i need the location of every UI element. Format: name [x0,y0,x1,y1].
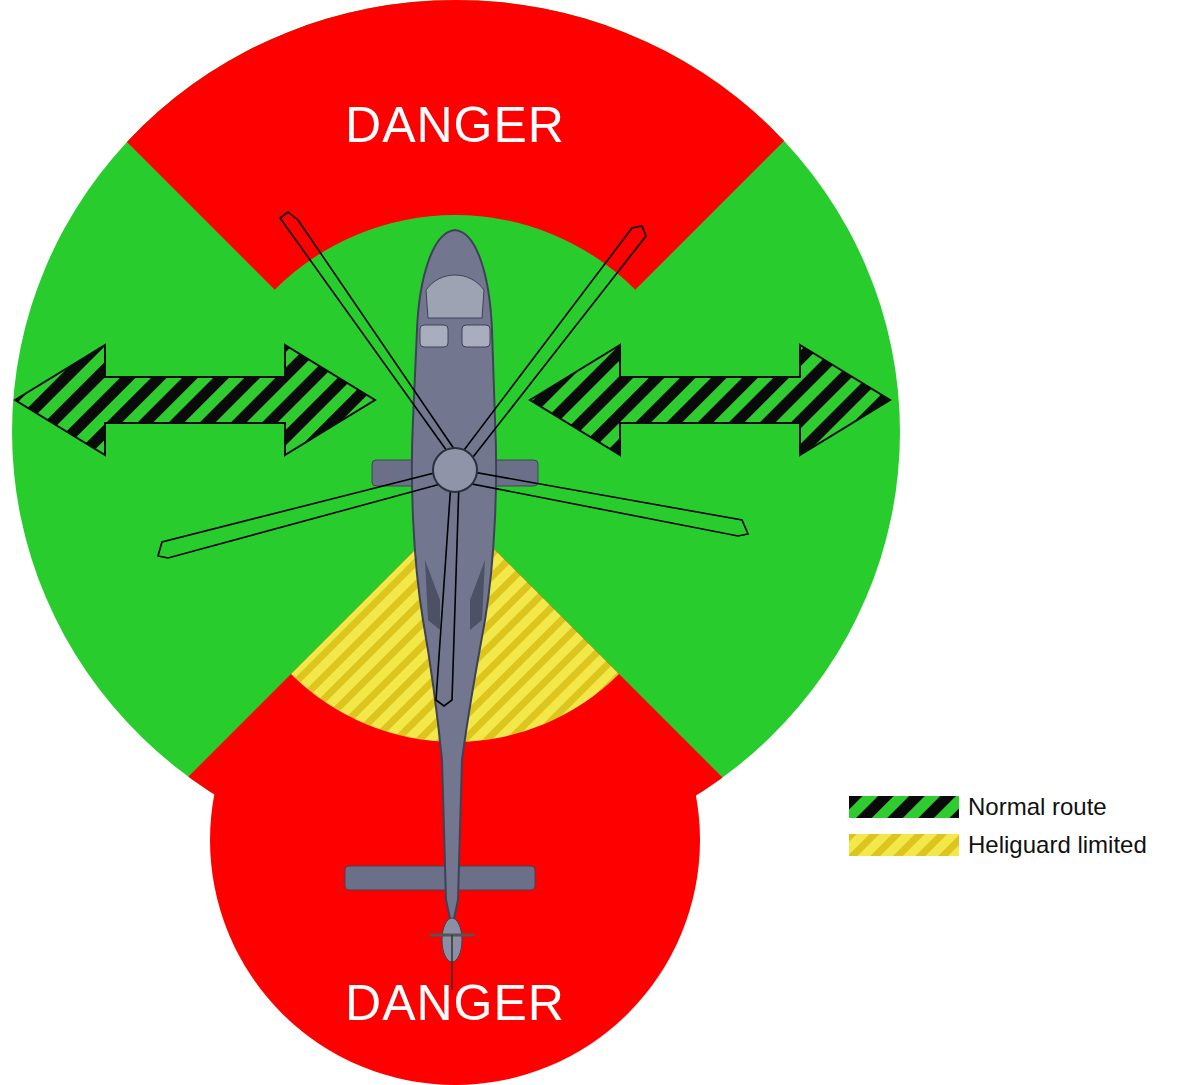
helicopter [345,230,538,990]
route-arrow [15,345,375,455]
rotor-blades [158,212,748,706]
rotor-hub [433,448,477,492]
danger-zone-front [0,0,1110,470]
route-arrow [530,345,890,455]
zone-label: DANGER [345,974,565,1032]
legend-row: Normal route [848,793,1107,821]
legend-row: Heliguard limited [848,831,1147,859]
legend-swatch [848,833,960,857]
legend-text: Normal route [968,793,1107,821]
legend-text: Heliguard limited [968,831,1147,859]
zone-label: DANGER [345,96,565,154]
legend-swatch [848,795,960,819]
